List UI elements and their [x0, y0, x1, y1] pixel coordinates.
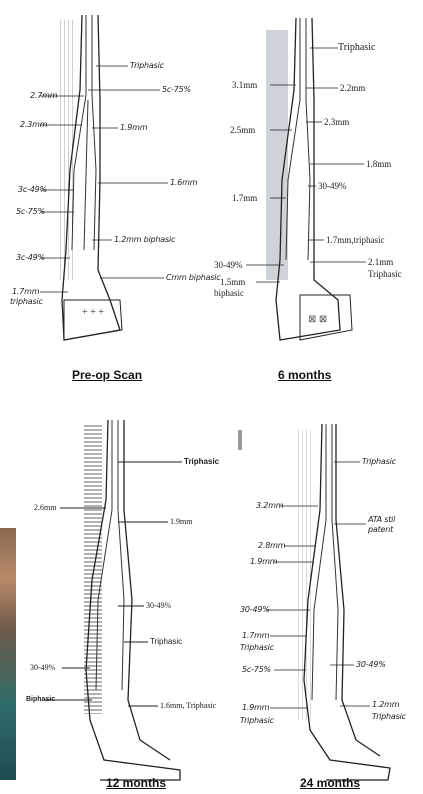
label-stenosis: 30-49% — [146, 601, 171, 611]
caption-24-months: 24 months — [300, 776, 360, 790]
label-stenosis: 30-49% — [318, 181, 347, 191]
label-triphasic: Triphasic — [240, 643, 274, 653]
label-triphasic-top: Triphasic — [362, 457, 396, 467]
svg-text:⊠ ⊠: ⊠ ⊠ — [308, 314, 327, 325]
label-stenosis: 30-49% — [30, 663, 55, 673]
label-stenosis: 5c-75% — [162, 85, 191, 95]
label-biphasic: biphasic — [214, 288, 244, 298]
label-diameter: 2.5mm — [230, 125, 255, 135]
label-stenosis: 3c-49% — [16, 253, 45, 263]
label-stenosis: 3c-49% — [18, 185, 47, 195]
label-diameter: 2.1mm — [368, 257, 393, 267]
label-biphasic: 1.2mm biphasic — [114, 235, 175, 245]
label-diameter: 1.5mm — [220, 277, 245, 287]
leg-diagram-preop: + + + — [0, 0, 210, 390]
label-diameter: 2.6mm — [34, 503, 56, 513]
svg-text:+ + +: + + + — [82, 307, 104, 318]
label-stenosis: 5c-75% — [242, 665, 271, 675]
label-triphasic: triphasic — [10, 297, 43, 307]
label-diameter: 3.1mm — [232, 80, 257, 90]
label-triphasic: 1.6mm, Triphasic — [160, 701, 216, 711]
label-triphasic: Triphasic — [372, 712, 406, 722]
label-triphasic-top: Triphasic — [338, 43, 375, 53]
label-diameter: 2.7mm — [30, 91, 57, 101]
label-diameter: 2.2mm — [340, 83, 365, 93]
label-diameter: 2.3mm — [20, 120, 47, 130]
label-diameter: 1.7mm — [12, 287, 39, 297]
label-diameter: 1.6mm — [170, 178, 197, 188]
label-diameter: 2.3mm — [324, 117, 349, 127]
label-triphasic: 1.7mm,triphasic — [326, 235, 385, 245]
caption-6-months: 6 months — [278, 368, 331, 382]
panel-preop: + + + Triphasic 2.7mm 5c-75% 2.3mm 1.9mm… — [0, 0, 210, 390]
label-diameter: 1.7mm — [242, 631, 269, 641]
label-diameter: 3.2mm — [256, 501, 283, 511]
label-diameter: 1.9mm — [120, 123, 147, 133]
label-triphasic: Triphasic — [240, 716, 274, 726]
label-diameter: 1.9mm — [242, 703, 269, 713]
label-diameter: 1.9mm — [170, 517, 192, 527]
label-biphasic: Biphasic — [26, 695, 55, 705]
label-diameter: 1.7mm — [232, 193, 257, 203]
panel-12-months: Triphasic 2.6mm 1.9mm 30-49% Triphasic 3… — [0, 400, 230, 794]
label-stenosis: 5c-75% — [16, 207, 45, 217]
caption-preop: Pre-op Scan — [72, 368, 142, 382]
caption-12-months: 12 months — [106, 776, 166, 790]
label-diameter: 1.8mm — [366, 159, 391, 169]
label-triphasic-top: Triphasic — [130, 61, 164, 71]
label-triphasic: Triphasic — [368, 269, 402, 279]
label-diameter: 1.9mm — [250, 557, 277, 567]
label-stenosis: 30-49% — [240, 605, 270, 615]
panel-24-months: Triphasic 3.2mm ATA stil patent 2.8mm 1.… — [230, 400, 423, 794]
label-stenosis: 30-49% — [356, 660, 386, 670]
label-stenosis: 30-49% — [214, 260, 243, 270]
label-triphasic: Triphasic — [150, 637, 182, 647]
label-diameter: 2.8mm — [258, 541, 285, 551]
panel-6-months: ⊠ ⊠ Triphasic 3.1mm 2.2mm 2.5mm 2.3mm 1.… — [210, 0, 423, 390]
label-triphasic-top: Triphasic — [184, 457, 219, 467]
label-patent: ATA stil patent — [368, 515, 412, 535]
label-diameter: 1.2mm — [372, 700, 399, 710]
